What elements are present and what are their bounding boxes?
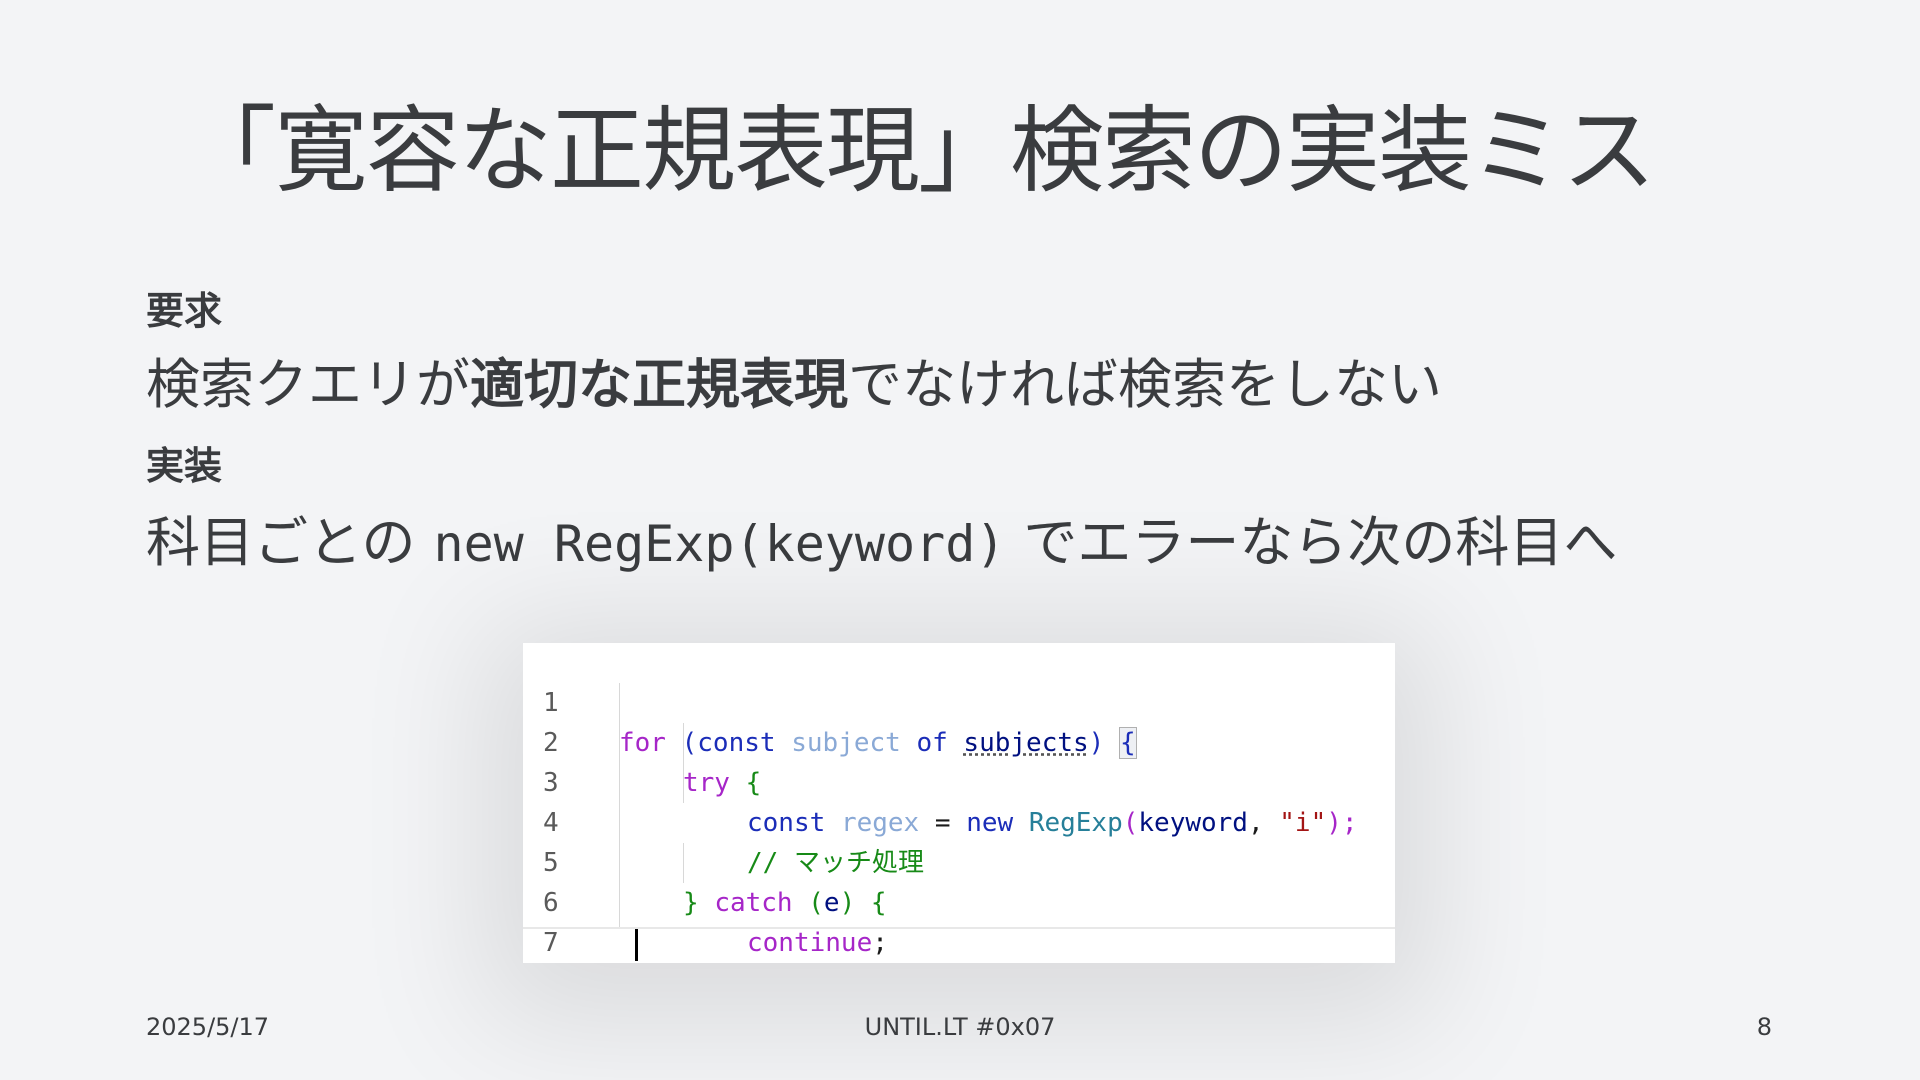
- footer-date: 2025/5/17: [146, 1013, 270, 1041]
- line-number: 1: [543, 688, 559, 718]
- slide-title: 「寛容な正規表現」検索の実装ミス: [182, 97, 1656, 206]
- requirement-text: 検索クエリが適切な正規表現でなければ検索をしない: [146, 355, 1442, 414]
- line-number: 4: [543, 808, 559, 838]
- implementation-text: 科目ごとの new RegExp(keyword) でエラーなら次の科目へ: [146, 513, 1617, 572]
- code-line: 7 }: [523, 883, 1395, 958]
- text-cursor: [635, 929, 638, 961]
- code-line: 6 continue;: [523, 843, 1395, 958]
- line-number: 6: [543, 888, 559, 918]
- current-line-highlight: [523, 927, 1395, 963]
- code-text: } catch (e) {: [683, 888, 887, 918]
- code-comment: // マッチ処理: [747, 848, 924, 878]
- code-text: continue;: [747, 928, 888, 958]
- code-line: 3 const regex = new RegExp(keyword, "i")…: [523, 723, 1395, 838]
- footer-page-number: 8: [1756, 1013, 1772, 1041]
- code-line-active: 8 }: [523, 925, 1395, 963]
- line-number: 5: [543, 848, 559, 878]
- indent-guide: [619, 683, 620, 927]
- code-text: try {: [683, 768, 762, 798]
- implementation-label: 実装: [146, 444, 223, 488]
- requirement-text-before: 検索クエリが: [146, 353, 470, 416]
- indent-guide: [683, 723, 684, 803]
- code-line: 1 for (const subject of subjects) {: [523, 643, 1395, 759]
- footer-event: UNTIL.LT #0x07: [864, 1013, 1056, 1041]
- code-line: 2 try {: [523, 683, 1395, 798]
- requirement-label: 要求: [146, 289, 223, 333]
- indent-guide: [683, 843, 684, 883]
- line-number: 3: [543, 768, 559, 798]
- code-line: 4 // マッチ処理: [523, 763, 1395, 878]
- code-text: const regex = new RegExp(keyword, "i");: [747, 808, 1358, 838]
- code-text: for (const subject of subjects) {: [619, 727, 1137, 759]
- line-number: 7: [543, 928, 559, 958]
- implementation-text-after: でエラーなら次の科目へ: [1023, 511, 1618, 574]
- line-number: 2: [543, 728, 559, 758]
- requirement-text-after: でなければ検索をしない: [848, 353, 1442, 416]
- implementation-text-before: 科目ごとの: [146, 511, 416, 574]
- implementation-inline-code: new RegExp(keyword): [433, 515, 1006, 573]
- requirement-text-bold: 適切な正規表現: [470, 353, 848, 416]
- code-line: 5 } catch (e) {: [523, 803, 1395, 918]
- code-block: 1 for (const subject of subjects) { 2 tr…: [523, 643, 1395, 963]
